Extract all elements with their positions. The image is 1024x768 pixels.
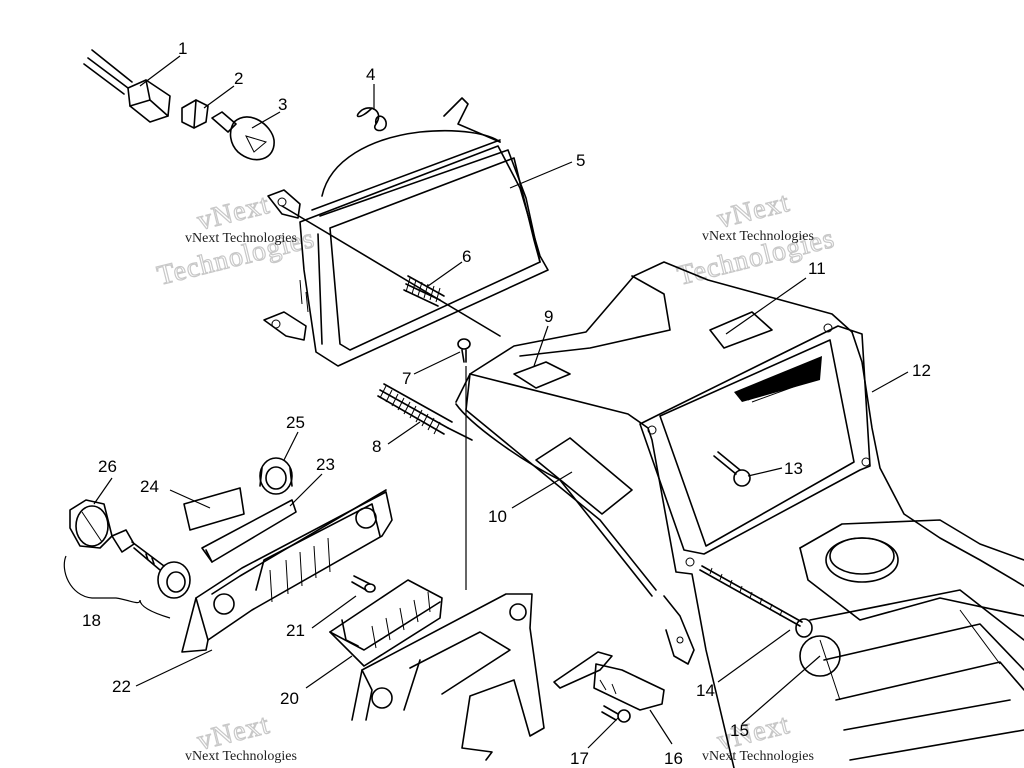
callout-13: 13	[784, 459, 803, 478]
callout-11: 11	[808, 259, 826, 278]
part-10-decal	[535, 437, 633, 515]
watermark-small: vNext Technologies	[185, 749, 297, 764]
callout-8: 8	[372, 437, 381, 456]
part-7-screw	[457, 338, 471, 363]
watermark-bottom-left: vNext vNext Technologies	[185, 708, 297, 764]
watermark-left: vNext Technologies vNext Technologies	[154, 188, 319, 292]
part-3-bulb	[211, 111, 275, 161]
watermark-big-top: vNext	[194, 189, 273, 237]
part-16-switch	[553, 651, 665, 711]
callout-26: 26	[98, 457, 117, 476]
part-21-pin	[351, 575, 376, 593]
part-mounting-plate	[351, 593, 545, 761]
part-25-nut	[259, 457, 293, 495]
callout-18: 18	[82, 611, 101, 630]
watermark-big-top: vNext	[714, 187, 793, 235]
leader-lines	[93, 55, 909, 749]
callout-21: 21	[286, 621, 305, 640]
part-24-label	[183, 487, 245, 531]
part-22-bracket	[181, 489, 393, 653]
part-8-spring	[377, 383, 473, 441]
callout-22: 22	[112, 677, 131, 696]
bracket-18	[63, 555, 171, 619]
part-12-console	[455, 261, 1024, 768]
part-17-screw	[601, 705, 631, 723]
callout-10: 10	[488, 507, 507, 526]
callout-2: 2	[234, 69, 243, 88]
watermark-small: vNext Technologies	[702, 749, 814, 764]
callout-7: 7	[402, 369, 411, 388]
part-18-nut	[157, 561, 191, 599]
part-key	[111, 529, 165, 571]
part-11-decal	[709, 311, 773, 349]
callout-23: 23	[316, 455, 335, 474]
part-1-connector	[83, 49, 171, 123]
callout-17: 17	[570, 749, 589, 768]
part-15-cap	[799, 635, 841, 677]
callout-12: 12	[912, 361, 931, 380]
callout-1: 1	[178, 39, 187, 58]
part-2-socket	[181, 99, 209, 129]
callout-6: 6	[462, 247, 471, 266]
watermark-small: vNext Technologies	[702, 229, 814, 244]
part-13-screw	[713, 451, 751, 487]
watermark-bottom-right: vNext vNext Technologies	[702, 708, 814, 764]
part-4-clip	[356, 107, 387, 132]
part-5-headlight-housing	[263, 97, 549, 367]
watermark-small: vNext Technologies	[185, 231, 297, 246]
part-14-screw	[699, 565, 813, 638]
part-9-decal	[513, 361, 571, 389]
callout-14: 14	[696, 681, 715, 700]
callout-labels: 1 2 3 4 5 6 7 8 9 10 11 12 13 14 15 16 1…	[82, 39, 931, 768]
part-20-connector	[329, 579, 443, 667]
callout-15: 15	[730, 721, 749, 740]
callout-24: 24	[140, 477, 159, 496]
part-26-ignition-switch	[69, 499, 113, 549]
callout-9: 9	[544, 307, 553, 326]
callout-16: 16	[664, 749, 683, 768]
callout-5: 5	[576, 151, 585, 170]
callout-25: 25	[286, 413, 305, 432]
part-23-switch	[201, 499, 297, 563]
callout-4: 4	[366, 65, 375, 84]
part-6-spring	[281, 205, 501, 337]
callout-3: 3	[278, 95, 287, 114]
callout-20: 20	[280, 689, 299, 708]
